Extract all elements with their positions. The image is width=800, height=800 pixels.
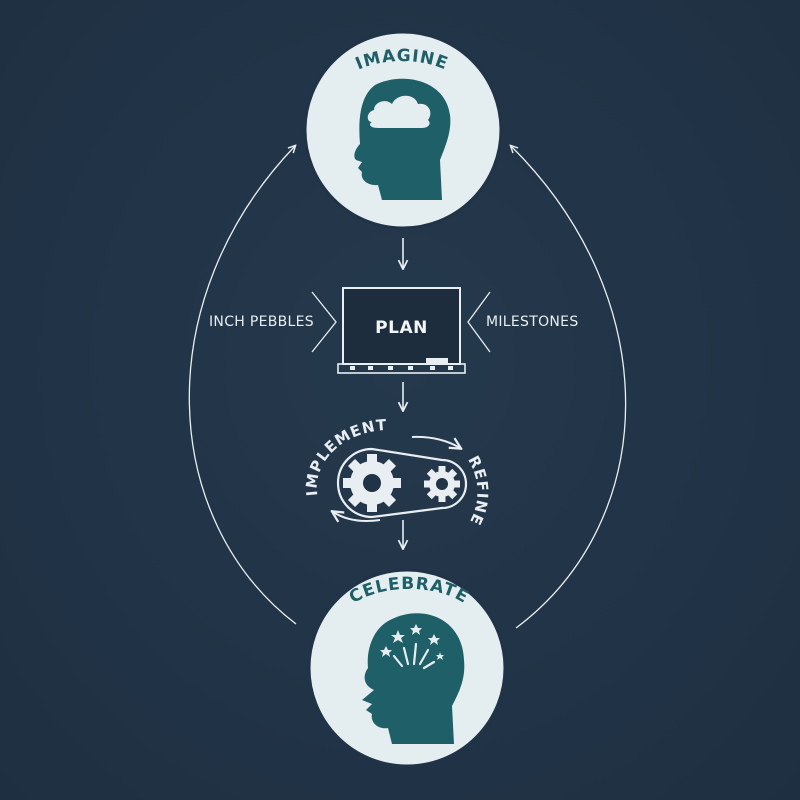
chevron-right-icon [467, 291, 491, 353]
implement-refine-cycle: IMPLEMENT REFINE [302, 416, 491, 529]
milestones-label: MILESTONES [486, 314, 579, 330]
imagine-node: IMAGINE [303, 30, 503, 230]
plan-label: PLAN [375, 318, 428, 338]
refine-label: REFINE [464, 453, 490, 529]
chevron-left-icon [311, 291, 337, 353]
cycle-arrow-bottom [333, 512, 381, 521]
gears-icon [336, 447, 468, 519]
head-with-fireworks-icon [362, 613, 465, 744]
loop-arrow-left [188, 146, 296, 625]
inch-pebbles-label: INCH PEBBLES [209, 314, 314, 330]
cycle-arrow-top [411, 435, 460, 448]
head-with-cloud-icon [354, 78, 451, 200]
svg-text:REFINE: REFINE [464, 453, 491, 529]
loop-arrow-right [511, 146, 627, 629]
celebrate-node: CELEBRATE [307, 568, 507, 768]
blackboard-icon [337, 287, 466, 374]
